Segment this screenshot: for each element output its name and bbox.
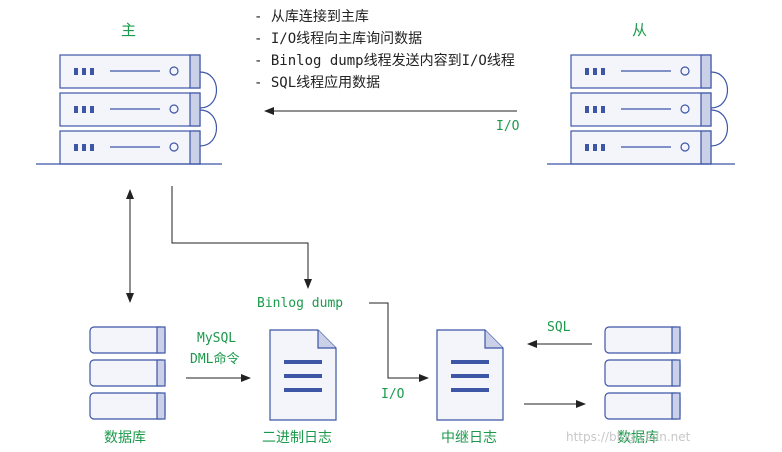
relay-log-label: 中继日志 xyxy=(441,430,497,446)
io-top-label: I/O xyxy=(496,119,520,134)
process-notes: - 从库连接到主库 - I/O线程向主库询问数据 - Binlog dump线程… xyxy=(254,6,515,94)
binlog-dump-label: Binlog dump xyxy=(257,296,344,311)
io-transfer-arrow xyxy=(369,302,429,382)
binlog-label: 二进制日志 xyxy=(262,430,332,446)
slave-server-icon xyxy=(547,54,735,165)
slave-label: 从 xyxy=(632,21,648,39)
mysql-dml-label-line1: MySQL xyxy=(197,331,237,346)
relay-log-document-icon xyxy=(436,329,504,421)
mysql-dml-label-line2: DML命令 xyxy=(190,352,240,367)
note-item: - SQL线程应用数据 xyxy=(254,75,381,91)
database-left-icon xyxy=(89,326,166,420)
io-bottom-label: I/O xyxy=(381,387,405,402)
note-item: - 从库连接到主库 xyxy=(254,9,369,25)
database-right-icon xyxy=(604,326,681,420)
note-item: - I/O线程向主库询问数据 xyxy=(254,31,423,47)
binlog-dump-arrow xyxy=(171,186,312,289)
master-label: 主 xyxy=(121,21,137,39)
note-item: - Binlog dump线程发送内容到I/O线程 xyxy=(254,53,515,69)
db-left-label: 数据库 xyxy=(104,430,146,446)
master-server-icon xyxy=(36,54,222,165)
sql-label: SQL xyxy=(547,320,571,335)
db-right-label: 数据库 xyxy=(617,430,659,446)
watermark: https://blog.csdn.net xyxy=(566,430,691,444)
binlog-document-icon xyxy=(269,329,337,421)
